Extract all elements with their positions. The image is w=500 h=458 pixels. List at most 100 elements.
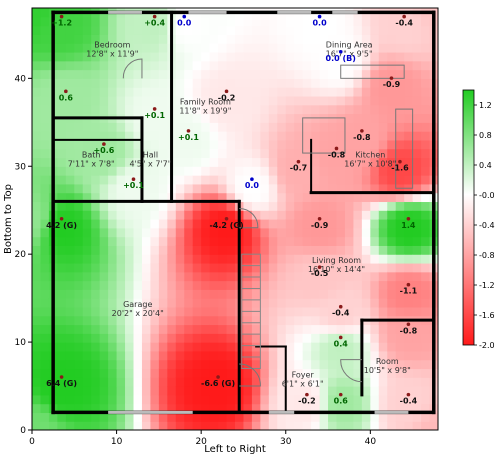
heat-cell — [260, 359, 270, 370]
heat-cell — [294, 254, 304, 264]
heat-cell — [311, 421, 321, 430]
heat-cell — [201, 51, 211, 62]
room-name: Living Room — [312, 256, 361, 265]
heat-cell — [268, 51, 278, 62]
heat-cell — [235, 104, 245, 115]
heat-cell — [108, 192, 118, 203]
heat-cell — [158, 394, 168, 405]
heat-cell — [125, 324, 135, 334]
heat-cell — [336, 183, 346, 194]
heat-cell — [268, 386, 278, 396]
heat-cell — [294, 227, 304, 238]
heat-cell — [141, 113, 152, 123]
heat-cell — [108, 280, 118, 290]
heat-cell — [395, 166, 405, 176]
heat-cell — [192, 245, 202, 255]
heat-cell — [150, 403, 160, 414]
heat-cell — [167, 306, 177, 317]
heat-cell — [209, 342, 219, 352]
heat-cell — [235, 421, 245, 430]
heat-cell — [361, 210, 371, 220]
heat-cell — [40, 412, 50, 422]
heat-cell — [218, 122, 228, 132]
heat-cell — [74, 95, 84, 106]
heat-cell — [141, 324, 152, 334]
heat-cell — [251, 113, 261, 123]
heat-cell — [65, 412, 75, 422]
heat-cell — [116, 262, 126, 273]
heat-cell — [133, 280, 143, 290]
heat-cell — [344, 95, 355, 106]
heat-cell — [32, 368, 42, 378]
heat-cell — [277, 368, 287, 378]
heat-cell — [74, 183, 84, 194]
heat-cell — [412, 306, 422, 317]
heat-cell — [125, 298, 135, 308]
heat-cell — [294, 183, 304, 194]
heat-cell — [277, 306, 287, 317]
heat-cell — [404, 394, 414, 405]
colorbar-tick-label: 1.2 — [479, 101, 492, 110]
heat-cell — [158, 25, 168, 35]
heat-cell — [32, 298, 42, 308]
heat-cell — [40, 403, 50, 414]
heat-cell — [74, 227, 84, 238]
heat-cell — [99, 298, 109, 308]
heat-cell — [404, 210, 414, 220]
heat-cell — [65, 139, 75, 150]
heat-cell — [404, 157, 414, 167]
heat-cell — [74, 377, 84, 387]
heat-cell — [141, 95, 152, 106]
heat-cell — [421, 219, 431, 229]
heat-cell — [268, 210, 278, 220]
heat-cell — [133, 210, 143, 220]
heat-cell — [108, 183, 118, 194]
heat-cell — [260, 254, 270, 264]
heat-cell — [74, 245, 84, 255]
heat-cell — [370, 131, 380, 141]
measurement-dot — [406, 216, 411, 221]
heat-cell — [184, 359, 194, 370]
heat-cell — [251, 210, 261, 220]
heat-cell — [133, 183, 143, 194]
heat-cell — [336, 324, 346, 334]
heat-cell — [99, 368, 109, 378]
heat-cell — [40, 95, 50, 106]
heat-cell — [209, 271, 219, 282]
heat-cell — [82, 403, 92, 414]
heat-cell — [108, 386, 118, 396]
heat-cell — [167, 333, 177, 343]
heat-cell — [328, 210, 338, 220]
heat-cell — [108, 254, 118, 264]
heat-cell — [40, 271, 50, 282]
heat-cell — [99, 69, 109, 79]
heat-cell — [251, 254, 261, 264]
room-dimensions: 7'11" x 7'8" — [68, 159, 115, 168]
heat-cell — [294, 87, 304, 97]
heat-cell — [235, 78, 245, 88]
heat-cell — [277, 201, 287, 211]
room-dimensions: 20'2" x 20'4" — [112, 309, 164, 318]
colorbar-tick-label: -1.6 — [479, 311, 495, 320]
heat-cell — [32, 25, 42, 35]
heat-cell — [302, 377, 312, 387]
heat-cell — [404, 175, 414, 185]
heat-cell — [125, 342, 135, 352]
heat-cell — [243, 350, 253, 361]
heat-cell — [260, 368, 270, 378]
heat-cell — [32, 280, 42, 290]
measurement-dot — [250, 177, 254, 182]
heat-cell — [57, 315, 67, 326]
heat-cell — [412, 157, 422, 167]
heat-cell — [370, 271, 380, 282]
heat-cell — [328, 262, 338, 273]
heat-cell — [91, 175, 101, 185]
heat-cell — [361, 412, 371, 422]
heat-cell — [260, 157, 270, 167]
heat-cell — [226, 236, 236, 246]
heat-cell — [378, 87, 388, 97]
measurement-dot — [216, 375, 220, 379]
heat-cell — [268, 421, 278, 430]
heat-cell — [141, 227, 152, 238]
heat-cell — [116, 131, 126, 141]
